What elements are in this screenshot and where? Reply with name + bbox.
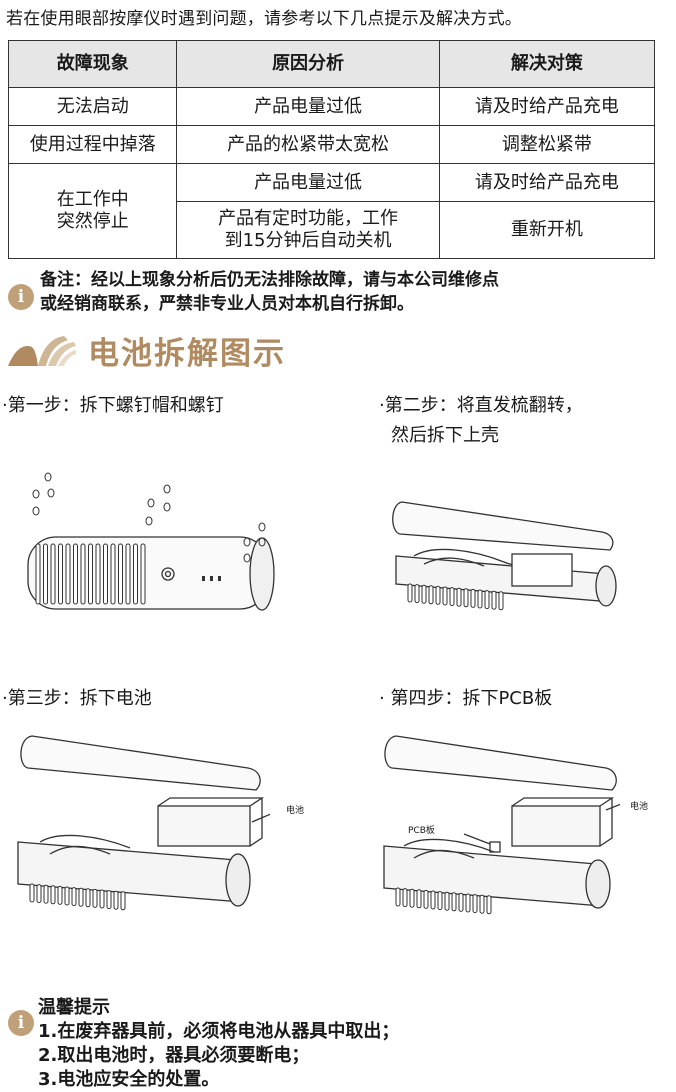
tips-list: 温馨提示 1.在废弃器具前，必须将电池从器具中取出； 2.取出电池时，器具必须要… <box>38 996 399 1092</box>
tip-item: 3.电池应安全的处置。 <box>38 1069 220 1090</box>
info-icon: i <box>8 1010 34 1036</box>
step-4-label: · 第四步：拆下PCB板 <box>379 688 553 709</box>
tip-item: 1.在废弃器具前，必须将电池从器具中取出； <box>38 1021 400 1042</box>
cell-solution: 请及时给产品充电 <box>438 163 656 202</box>
cell-cause: 产品有定时功能，工作 到15分钟后自动关机 <box>176 201 440 259</box>
table-row: 无法启动 产品电量过低 请及时给产品充电 <box>7 87 656 126</box>
cell-cause: 产品电量过低 <box>176 87 440 126</box>
step-1-label: ·第一步：拆下螺钉帽和螺钉 <box>2 395 224 416</box>
step-2-label-line2: 然后拆下上壳 <box>391 425 499 446</box>
pcb-callout-label: PCB板 <box>408 826 435 836</box>
section-title: 电池拆解图示 <box>88 336 286 372</box>
battery-callout-label: 电池 <box>286 806 305 816</box>
step-4-illustration <box>383 735 620 915</box>
cell-solution: 调整松紧带 <box>438 125 656 164</box>
cause-line: 产品有定时功能，工作 <box>218 208 399 229</box>
intro-text: 若在使用眼部按摩仪时遇到问题，请参考以下几点提示及解决方式。 <box>6 9 522 29</box>
cell-symptom: 使用过程中掉落 <box>7 125 178 164</box>
symptom-line: 突然停止 <box>56 211 129 232</box>
step-3-label: ·第三步：拆下电池 <box>2 688 152 709</box>
step-2-illustration <box>392 501 617 611</box>
header-solution: 解决对策 <box>438 40 656 88</box>
table-row: 产品有定时功能，工作 到15分钟后自动关机 重新开机 <box>9 201 656 259</box>
cell-symptom: 无法启动 <box>7 87 178 126</box>
step-3-illustration <box>17 735 270 911</box>
cell-solution: 重新开机 <box>438 201 656 259</box>
cell-cause: 产品电量过低 <box>176 163 440 202</box>
cell-solution: 请及时给产品充电 <box>438 87 656 126</box>
note-line: 备注：经以上现象分析后仍无法排除故障，请与本公司维修点 <box>40 270 499 290</box>
battery-callout-label: 电池 <box>630 802 649 812</box>
info-icon: i <box>8 284 34 310</box>
cause-line: 到15分钟后自动关机 <box>224 230 392 251</box>
tip-item: 2.取出电池时，器具必须要断电； <box>38 1045 310 1066</box>
section-header: 电池拆解图示 <box>6 324 406 372</box>
troubleshooting-table: 故障现象 原因分析 解决对策 无法启动 产品电量过低 请及时给产品充电 使用过程… <box>7 40 656 259</box>
note-text: 备注：经以上现象分析后仍无法排除故障，请与本公司维修点 或经销商联系，严禁非专业… <box>40 268 660 316</box>
cell-cause: 产品的松紧带太宽松 <box>176 125 440 164</box>
tips-title: 温馨提示 <box>38 997 110 1018</box>
step-2-label: ·第二步：将直发梳翻转， <box>379 395 583 416</box>
symptom-line: 在工作中 <box>56 189 129 210</box>
table-row: 使用过程中掉落 产品的松紧带太宽松 调整松紧带 <box>7 125 656 164</box>
table-header-row: 故障现象 原因分析 解决对策 <box>7 40 656 88</box>
note-line: 或经销商联系，严禁非专业人员对本机自行拆卸。 <box>40 294 414 314</box>
cell-symptom-merged: 在工作中 突然停止 <box>7 163 178 259</box>
header-cause: 原因分析 <box>176 40 440 88</box>
step-1-illustration <box>27 472 275 611</box>
header-symptom: 故障现象 <box>7 40 178 88</box>
brush-logo-icon <box>8 336 76 366</box>
table-row: 在工作中 突然停止 产品电量过低 请及时给产品充电 <box>7 163 656 259</box>
